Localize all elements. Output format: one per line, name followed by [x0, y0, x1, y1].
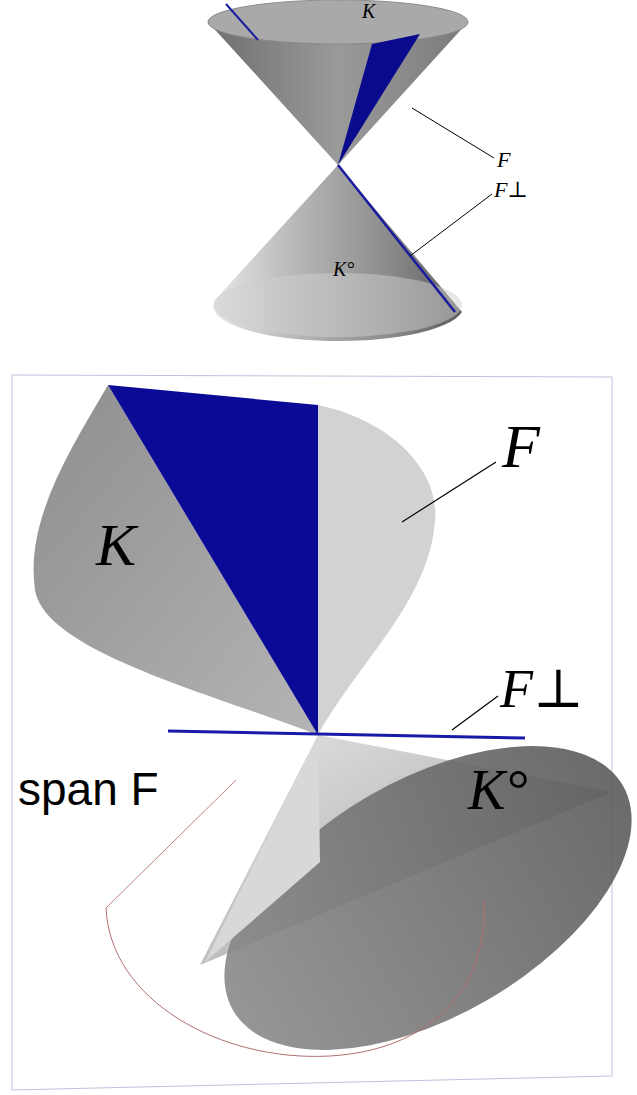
cone-label: F [502, 412, 540, 480]
cone-face [318, 405, 435, 735]
leader-line [410, 194, 492, 256]
cone-close-up [12, 375, 637, 1095]
cone-label: K [362, 0, 375, 22]
cone-face [34, 385, 318, 735]
cone-label: F⊥ [494, 178, 528, 202]
leader-line [402, 462, 496, 522]
face-f [108, 385, 318, 735]
face-f-perp [168, 731, 525, 738]
face-f-perp [338, 165, 455, 312]
polar-cone [213, 165, 462, 341]
cone-label: K° [468, 760, 528, 822]
cone-label: F [497, 148, 510, 172]
cone-label: K [96, 512, 136, 578]
cone-label: K° [333, 258, 354, 280]
leader-line [452, 696, 498, 730]
face-f [338, 34, 420, 165]
cone-label: F⊥ [500, 660, 584, 719]
cone-label: span F [18, 764, 159, 815]
cone-rim [208, 0, 468, 44]
leader-line [412, 108, 494, 158]
double-cone [208, 0, 494, 341]
